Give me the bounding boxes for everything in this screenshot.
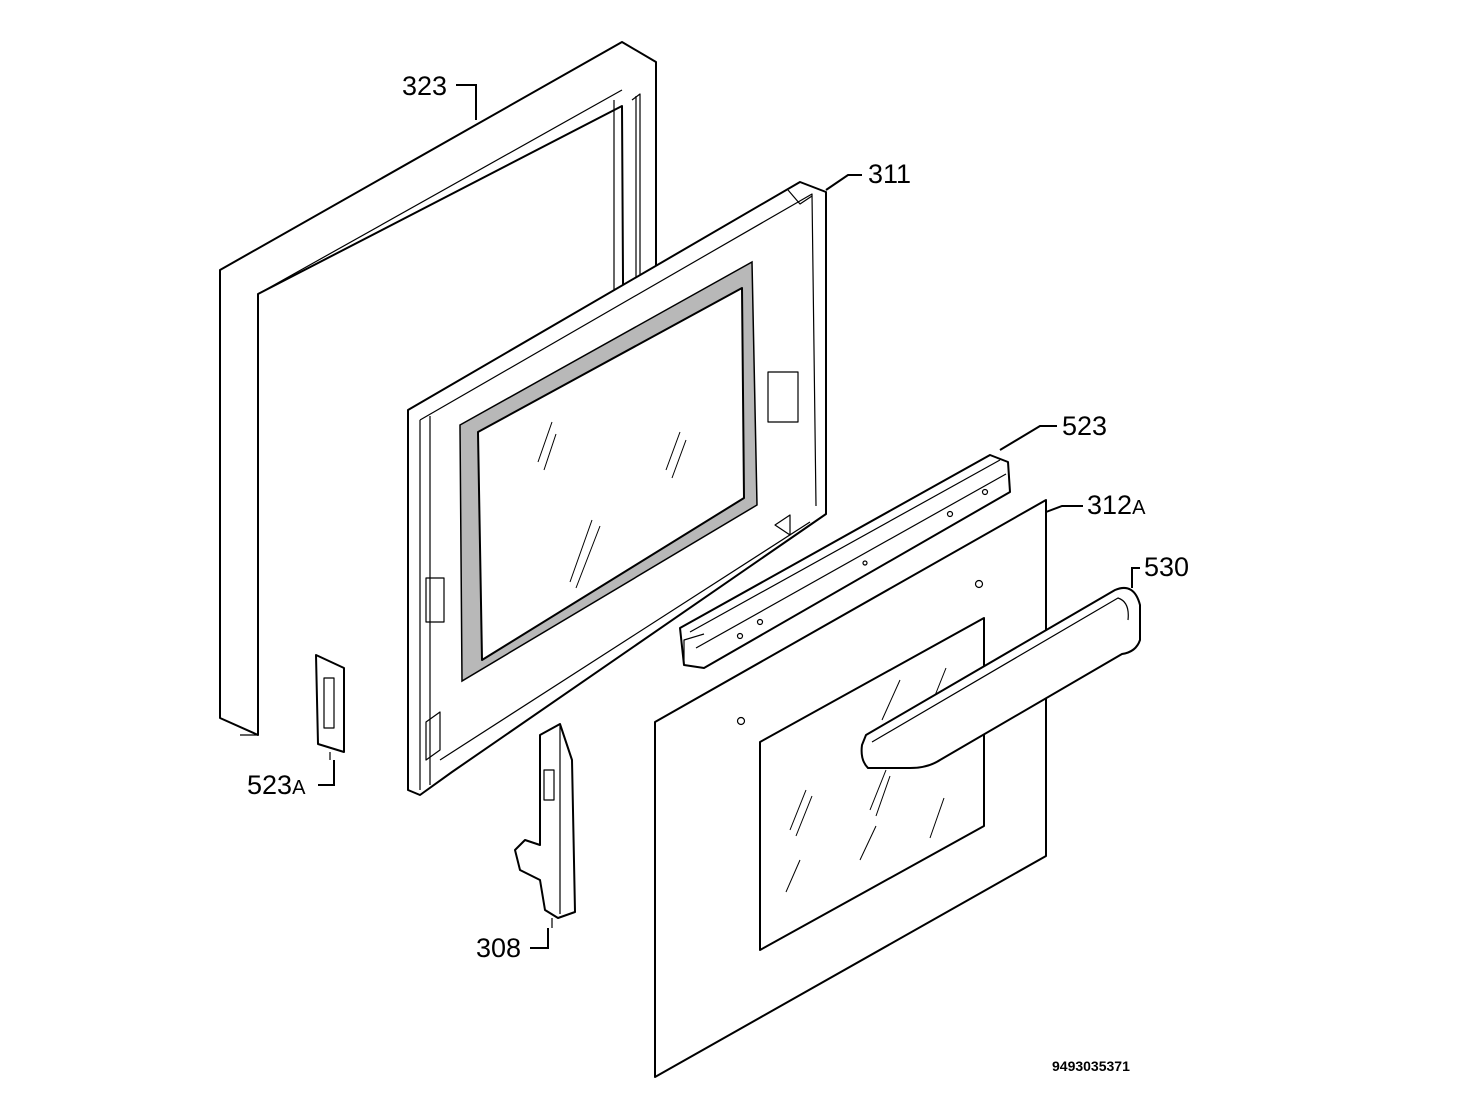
- leader-312A: [1045, 505, 1083, 513]
- part-308-hinge: [514, 723, 576, 928]
- callout-308: 308: [476, 933, 521, 963]
- leader-308: [530, 928, 549, 949]
- leader-530: [1131, 567, 1140, 588]
- callout-530: 530: [1144, 552, 1189, 582]
- callout-523A: 523A: [247, 770, 306, 800]
- part-530-handle: [860, 586, 1141, 769]
- window-glass: [477, 287, 745, 661]
- part-523-rail: [679, 454, 1011, 669]
- part-311-inner-door: [407, 181, 827, 796]
- document-number: 9493035371: [1052, 1058, 1130, 1074]
- leader-523A: [318, 760, 335, 786]
- callout-311: 311: [868, 159, 911, 189]
- leader-311: [825, 174, 862, 191]
- leader-lines: [318, 84, 1140, 949]
- leader-323: [456, 84, 477, 120]
- part-523A-clip: [315, 654, 345, 760]
- hinge-slot-upper: [767, 371, 799, 423]
- callout-323: 323: [402, 71, 447, 101]
- callout-523: 523: [1062, 411, 1107, 441]
- leader-523: [999, 425, 1057, 451]
- glass-reflection-mark: [537, 421, 687, 589]
- hinge-slot-lower: [425, 577, 445, 623]
- callout-312A: 312A: [1087, 490, 1146, 520]
